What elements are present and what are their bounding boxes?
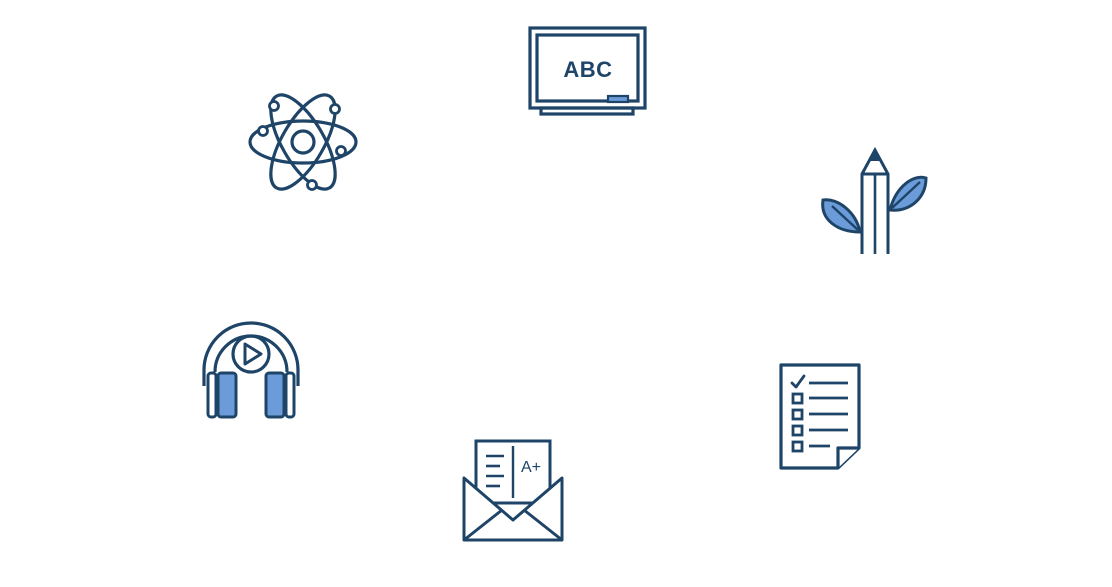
pencil-leaves-icon [818, 146, 930, 260]
atom-icon [246, 90, 360, 194]
play-icon [243, 342, 263, 366]
chalk-piece [606, 94, 630, 104]
chalkboard-icon: ABC [528, 26, 648, 118]
envelope-grade-icon: A+ [462, 438, 566, 544]
checklist-document-icon [778, 362, 864, 472]
chalkboard-label: ABC [563, 57, 612, 82]
headphones-play-icon [198, 312, 304, 422]
checkmark-icon [790, 374, 806, 389]
pencil-tip [868, 147, 882, 161]
grade-label: A+ [521, 459, 541, 476]
